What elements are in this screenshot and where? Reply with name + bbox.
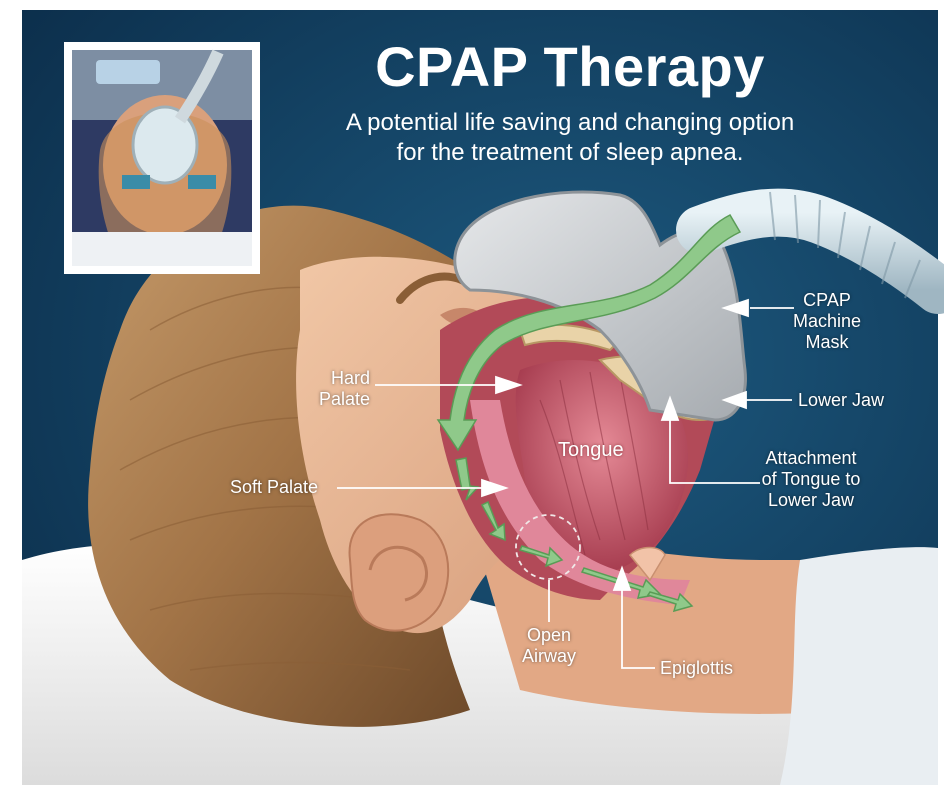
label-epiglottis: Epiglottis <box>660 658 733 679</box>
label-cpap-mask-line-1: CPAP <box>784 290 870 311</box>
inset-photo <box>64 42 260 274</box>
label-hard-palate-line-1: Hard <box>310 368 370 389</box>
label-tongue-attachment: Attachment of Tongue to Lower Jaw <box>756 448 866 511</box>
label-cpap-mask-line-2: Machine <box>784 311 870 332</box>
gown <box>780 547 938 785</box>
subtitle-line-2: for the treatment of sleep apnea. <box>290 138 850 168</box>
subtitle-line-1: A potential life saving and changing opt… <box>290 108 850 138</box>
page-subtitle: A potential life saving and changing opt… <box>290 108 850 168</box>
label-attachment-line-3: Lower Jaw <box>756 490 866 511</box>
label-open-airway-line-1: Open <box>513 625 585 646</box>
label-open-airway: Open Airway <box>513 625 585 667</box>
label-lower-jaw: Lower Jaw <box>798 390 884 411</box>
label-hard-palate-line-2: Palate <box>310 389 370 410</box>
label-hard-palate: Hard Palate <box>310 368 370 410</box>
ear <box>350 514 449 630</box>
label-open-airway-line-2: Airway <box>513 646 585 667</box>
label-attachment-line-2: of Tongue to <box>756 469 866 490</box>
label-cpap-mask: CPAP Machine Mask <box>784 290 870 353</box>
label-cpap-mask-line-3: Mask <box>784 332 870 353</box>
label-tongue: Tongue <box>558 440 624 461</box>
page-title: CPAP Therapy <box>330 34 810 99</box>
label-attachment-line-1: Attachment <box>756 448 866 469</box>
label-soft-palate: Soft Palate <box>230 477 318 498</box>
